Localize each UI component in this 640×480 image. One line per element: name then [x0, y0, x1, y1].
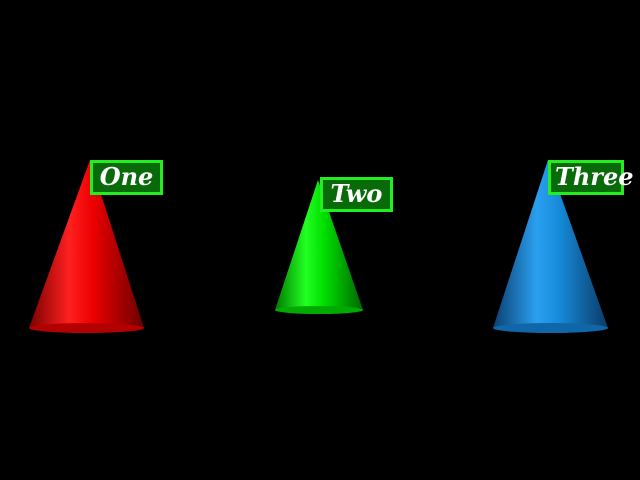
label-two: Two: [320, 177, 393, 212]
blue-cone[interactable]: [490, 158, 612, 336]
green-cone[interactable]: [272, 178, 366, 318]
label-one: One: [90, 160, 163, 195]
label-three: Three: [548, 160, 634, 195]
red-cone[interactable]: [26, 158, 146, 336]
